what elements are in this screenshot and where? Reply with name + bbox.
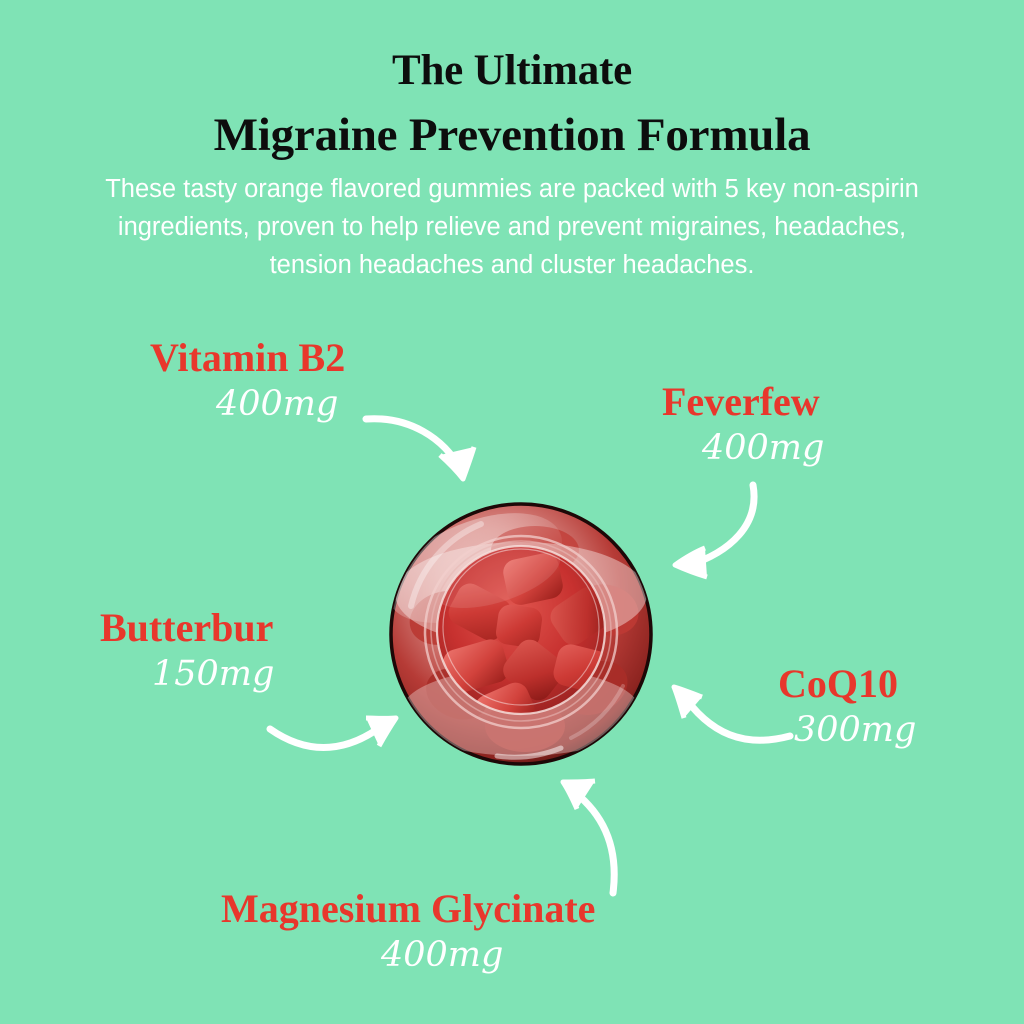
gummy-piece (448, 583, 512, 641)
product-image-gummy-jar (385, 498, 657, 770)
ingredient-dose-coq10: 300mg (794, 710, 917, 750)
callout-vitamin-b2: Vitamin B2 400mg (150, 335, 346, 425)
ingredient-dose-feverfew: 400mg (702, 428, 825, 468)
ingredient-dose-vitamin-b2: 400mg (216, 384, 339, 424)
arrow-butterbur (266, 715, 399, 751)
gummy-piece (475, 682, 535, 714)
ingredient-name-butterbur: Butterbur (100, 605, 274, 650)
callout-magnesium-glycinate: Magnesium Glycinate 400mg (221, 886, 596, 976)
ingredient-name-coq10: CoQ10 (778, 661, 898, 706)
jar-edge-highlight (408, 521, 484, 609)
gummy-piece (495, 604, 543, 648)
callout-coq10: CoQ10 300mg (778, 661, 917, 751)
ingredient-name-vitamin-b2: Vitamin B2 (150, 335, 346, 380)
gummy-piece (550, 587, 605, 645)
callout-butterbur: Butterbur 150mg (100, 605, 275, 695)
ingredient-name-magnesium-glycinate: Magnesium Glycinate (221, 886, 596, 931)
page-title-line-1: The Ultimate (391, 47, 633, 94)
ingredient-name-feverfew: Feverfew (662, 379, 820, 424)
gummy-cluster (437, 546, 605, 714)
arrow-coq10 (671, 684, 794, 744)
jar-neck-ring (423, 534, 619, 730)
arrow-feverfew (672, 481, 758, 580)
ingredient-dose-butterbur: 150mg (152, 654, 275, 694)
subtitle-description: These tasty orange flavored gummies are … (105, 175, 919, 279)
gummy-piece (443, 639, 509, 693)
arrow-magnesium-glycinate (560, 778, 618, 897)
jar-inner-rim (435, 544, 607, 716)
page-title-line-2: Migraine Prevention Formula (213, 109, 811, 161)
gummy-piece (503, 553, 563, 605)
arrow-vitamin-b2 (362, 415, 477, 482)
callout-feverfew: Feverfew 400mg (662, 379, 825, 469)
ingredient-dose-magnesium-glycinate: 400mg (381, 935, 504, 975)
